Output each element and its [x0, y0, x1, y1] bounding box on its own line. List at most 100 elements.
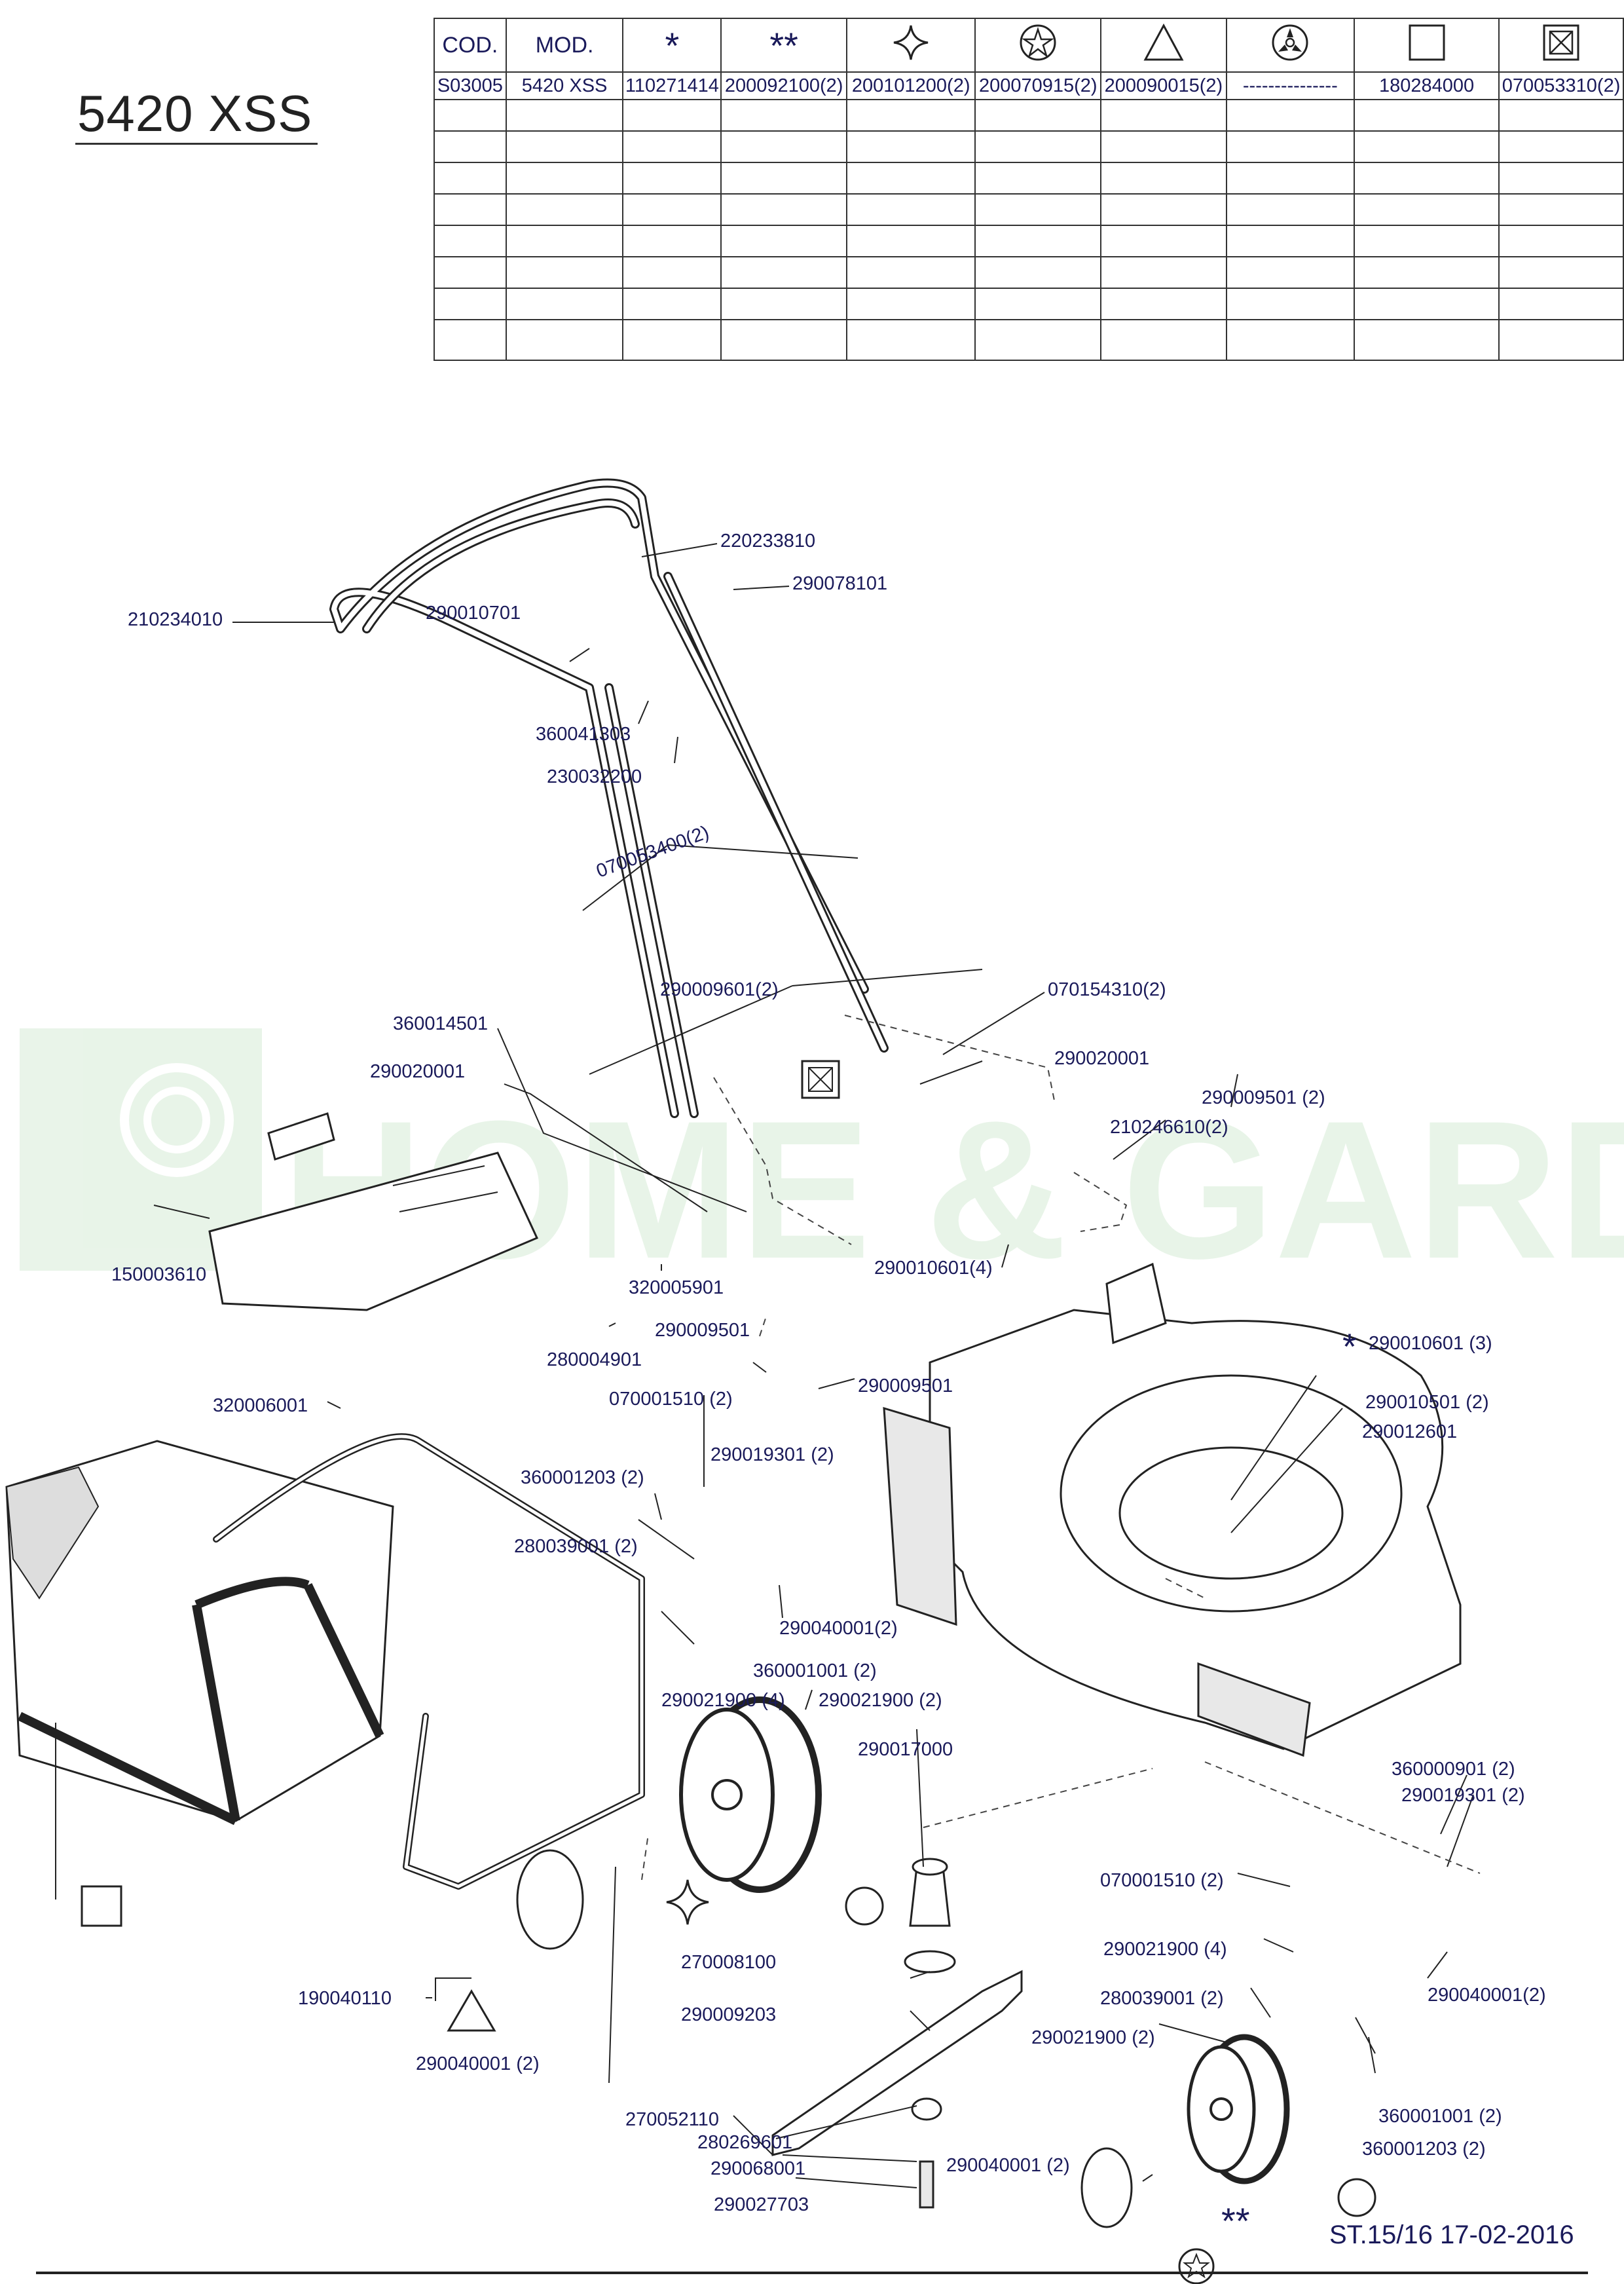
label-360014501: 360014501: [393, 1013, 488, 1034]
cell-cod: S03005: [434, 71, 507, 100]
label-280039001-a: 280039001 (2): [514, 1536, 638, 1557]
cell-mod: 5420 XSS: [505, 71, 624, 100]
label-290009203: 290009203: [681, 2004, 776, 2025]
label-280269601: 280269601: [697, 2132, 792, 2153]
label-290010501: 290010501 (2): [1365, 1392, 1489, 1413]
cell-single-star: 110271414: [622, 71, 722, 100]
table-row-empty: [434, 288, 1624, 320]
label-290068001: 290068001: [710, 2158, 805, 2179]
label-290019301-a: 290019301 (2): [710, 1444, 834, 1465]
label-290012601: 290012601: [1362, 1421, 1457, 1442]
cell-hub-circle: ---------------: [1225, 71, 1355, 100]
header-square-icon: [1353, 18, 1500, 73]
label-290021900-b: 290021900 (2): [1031, 2027, 1155, 2048]
label-220233810: 220233810: [720, 531, 815, 552]
table-header-row: COD. MOD. * **: [434, 18, 1624, 73]
header-cod: COD.: [434, 18, 507, 73]
label-290040001-b: 290040001(2): [1428, 1985, 1546, 2006]
label-070001510-b: 070001510 (2): [1100, 1870, 1224, 1891]
label-290009501-a: 290009501: [655, 1320, 750, 1341]
rear-wheel-left: [679, 1696, 822, 1893]
front-wheel-right: [1187, 2034, 1290, 2184]
footer-code: ST.15/16 17-02-2016: [1329, 2220, 1574, 2249]
header-sparkle-icon: [845, 18, 976, 73]
triangle-symbol-icon: [447, 1989, 496, 2032]
footer-rule: [36, 2272, 1588, 2274]
label-360001203-a: 360001203 (2): [521, 1467, 644, 1488]
table-row-empty: [434, 319, 1624, 361]
label-290040001-c: 290040001 (2): [416, 2053, 540, 2074]
label-290021900-a: 290021900 (2): [819, 1690, 942, 1711]
label-290009601: 290009601(2): [660, 979, 779, 1000]
label-star-single: *: [1342, 1326, 1357, 1367]
deflector-flap: [208, 1112, 539, 1311]
hubcap-left: [516, 1849, 584, 1950]
assembly-dashed-lines: [641, 1015, 1481, 1881]
label-210234010: 210234010: [128, 609, 223, 630]
cell-sparkle: 200101200(2): [845, 71, 976, 100]
header-triangle-icon: [1100, 18, 1227, 73]
crossed-square-symbol-icon: [801, 1060, 840, 1099]
cell-double-star: 200092100(2): [720, 71, 847, 100]
label-360001001-b: 360001001 (2): [1378, 2106, 1502, 2127]
label-320006001: 320006001: [213, 1395, 308, 1416]
label-270008100: 270008100: [681, 1952, 776, 1973]
label-070053400: 070053400(2): [593, 822, 712, 882]
label-320005901: 320005901: [629, 1277, 724, 1298]
label-290021900-4-b: 290021900 (4): [1103, 1939, 1227, 1960]
label-290040001-d: 290040001 (2): [946, 2155, 1070, 2176]
table-row-empty: [434, 225, 1624, 257]
label-360001203-b: 360001203 (2): [1362, 2139, 1486, 2160]
label-230032200: 230032200: [547, 766, 642, 787]
header-crossed-square-icon: [1498, 18, 1624, 73]
star-circle-symbol-icon: [1178, 2248, 1215, 2284]
leader-lines: [55, 543, 1474, 2188]
label-290010701: 290010701: [426, 603, 521, 624]
title-underline: [75, 143, 318, 145]
label-270052110: 270052110: [625, 2109, 719, 2130]
header-single-star: *: [622, 18, 722, 73]
label-070154310: 070154310(2): [1048, 979, 1166, 1000]
label-290009501-b: 290009501: [858, 1376, 953, 1396]
grass-bag: [5, 1440, 394, 1825]
header-star-circle-icon: [974, 18, 1102, 73]
cell-star-circle: 200070915(2): [974, 71, 1102, 100]
table-row: S03005 5420 XSS 110271414 200092100(2) 2…: [434, 71, 1624, 100]
label-210246610: 210246610(2): [1110, 1117, 1228, 1138]
part-labels: 220233810 290078101 210234010 290010701 …: [111, 531, 1546, 2241]
label-360001001-a: 360001001 (2): [753, 1660, 877, 1681]
header-double-star: **: [720, 18, 847, 73]
hubcap-right: [1080, 2147, 1133, 2228]
blade-assembly: [771, 1858, 1023, 2209]
table-row-empty: [434, 193, 1624, 226]
table-row-empty: [434, 99, 1624, 132]
label-290020001-b: 290020001: [1054, 1048, 1149, 1069]
handle-bar: [329, 478, 889, 1118]
spec-table: COD. MOD. * ** S03005 5420 XSS 110271414…: [434, 18, 1624, 361]
label-290078101: 290078101: [792, 573, 887, 594]
label-290019301-b: 290019301 (2): [1401, 1785, 1525, 1806]
header-hub-circle-icon: [1225, 18, 1355, 73]
table-row-empty: [434, 162, 1624, 195]
header-mod: MOD.: [505, 18, 624, 73]
label-360000901: 360000901 (2): [1392, 1759, 1515, 1780]
label-star-double: **: [1221, 2200, 1250, 2241]
label-290021900-4-a: 290021900 (4): [661, 1690, 785, 1711]
bag-frame: [213, 1433, 645, 1890]
label-290009501-2: 290009501 (2): [1202, 1087, 1325, 1108]
label-070001510-a: 070001510 (2): [609, 1389, 733, 1410]
label-290017000: 290017000: [858, 1739, 953, 1760]
cell-crossed-square: 070053310(2): [1498, 71, 1624, 100]
label-190040110: 190040110: [298, 1988, 392, 2009]
label-280004901: 280004901: [547, 1349, 642, 1370]
cell-triangle: 200090015(2): [1100, 71, 1227, 100]
label-290020001-a: 290020001: [370, 1061, 465, 1082]
model-title: 5420 XSS: [77, 84, 313, 142]
label-280039001-b: 280039001 (2): [1100, 1988, 1224, 2009]
label-290010601-3: 290010601 (3): [1369, 1333, 1492, 1354]
sparkle-symbol-icon: [666, 1879, 709, 1925]
label-290027703: 290027703: [714, 2194, 809, 2215]
square-symbol-icon: [81, 1885, 122, 1927]
label-290040001-a: 290040001(2): [779, 1618, 898, 1639]
